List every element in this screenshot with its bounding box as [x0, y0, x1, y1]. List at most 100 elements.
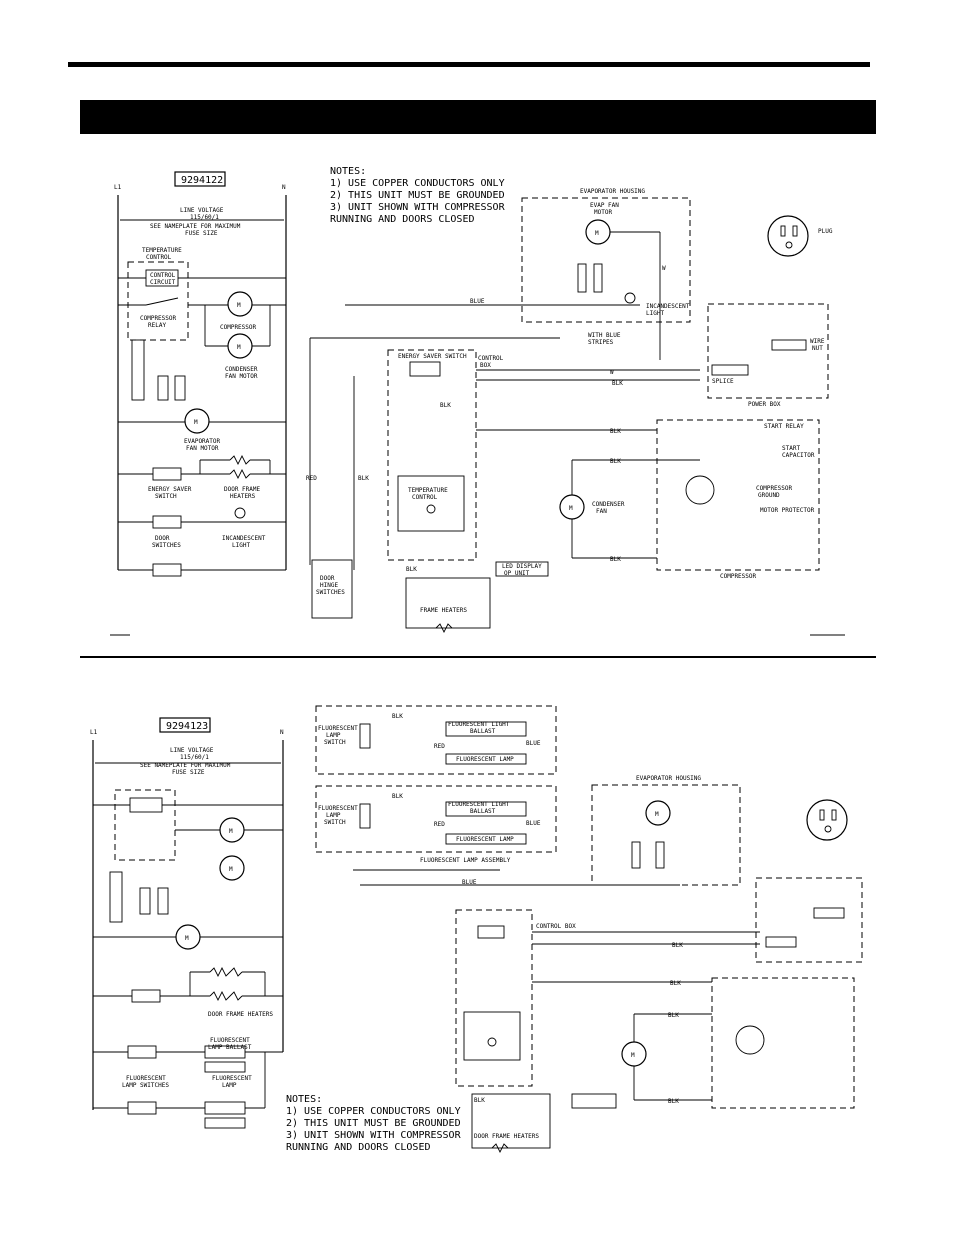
dhs-1: DOOR — [320, 575, 335, 582]
temp-control-dash — [127, 261, 189, 341]
n-label-2: N — [280, 729, 284, 736]
fs1-3: SWITCH — [324, 739, 346, 746]
dfh2-box-label: DOOR FRAME HEATERS — [474, 1133, 539, 1140]
wbs-1: WITH BLUE — [588, 332, 621, 339]
evap-fan-1: EVAPORATOR — [184, 438, 221, 445]
svg-text:BLK: BLK — [474, 1097, 485, 1104]
cb-2: BOX — [480, 362, 491, 369]
dfh-2: HEATERS — [230, 493, 256, 500]
control-box-top — [387, 349, 477, 561]
svg-text:BLK: BLK — [668, 1098, 679, 1105]
fls-2: LAMP SWITCHES — [122, 1082, 169, 1089]
led-display-top — [495, 561, 549, 577]
svg-text:BLK: BLK — [392, 793, 403, 800]
dhs-3: SWITCHES — [316, 589, 345, 596]
eh2-label: EVAPORATOR HOUSING — [636, 775, 701, 782]
dfh-1: DOOR FRAME — [224, 486, 261, 493]
cond-fan-1: CONDENSER — [225, 366, 258, 373]
incandescent-bulb — [234, 507, 246, 519]
fls-1: FLUORESCENT — [126, 1075, 166, 1082]
plug-top — [767, 215, 809, 257]
line-voltage-4: FUSE SIZE — [185, 230, 218, 237]
control-circuit-2: CIRCUIT — [150, 279, 176, 286]
svg-text:M: M — [185, 935, 189, 942]
svg-text:M: M — [595, 230, 599, 237]
comp-relay-2: RELAY — [148, 322, 166, 329]
door-hinge-switches-top — [311, 559, 353, 619]
efm-2: MOTOR — [594, 209, 612, 216]
door-switch-1 — [152, 515, 182, 529]
compressor-box-top — [656, 419, 820, 571]
wbs-2: STRIPES — [588, 339, 614, 346]
svg-text:BLK: BLK — [612, 380, 623, 387]
lv2-2: 115/60/1 — [180, 754, 209, 761]
splice-label: SPLICE — [712, 378, 734, 385]
svg-text:BLK: BLK — [406, 566, 417, 573]
line-voltage-3: SEE NAMEPLATE FOR MAXIMUM — [150, 223, 241, 230]
cg-1: COMPRESSOR — [756, 485, 793, 492]
svg-text:BLK: BLK — [610, 556, 621, 563]
part-number-box-2 — [159, 717, 211, 733]
svg-text:BLK: BLK — [668, 1012, 679, 1019]
comp-relay-1: COMPRESSOR — [140, 315, 177, 322]
svg-text:BLK: BLK — [358, 475, 369, 482]
part-number: 9294122 — [181, 175, 223, 186]
line-voltage-1: LINE VOLTAGE — [180, 207, 224, 214]
svg-text:M: M — [655, 811, 659, 818]
part-number-box — [174, 171, 226, 187]
bottom-notes-4: RUNNING AND DOORS CLOSED — [286, 1142, 431, 1153]
bottom-ladder-diagram: 9294123 L1 N LINE VOLTAGE 115/60/1 SEE N… — [90, 717, 284, 1129]
wn-2: NUT — [812, 345, 823, 352]
top-notes-4: RUNNING AND DOORS CLOSED — [330, 214, 475, 225]
lv2-4: FUSE SIZE — [172, 769, 205, 776]
evap-fan-motor — [184, 408, 210, 434]
bottom-pictorial-diagram: FLUORESCENT LAMP SWITCH FLUORESCENT LIGH… — [286, 705, 863, 1154]
frame-heaters-top — [405, 577, 491, 629]
efm-1: EVAP FAN — [590, 202, 619, 209]
svg-text:M: M — [569, 505, 573, 512]
svg-text:M: M — [229, 828, 233, 835]
splice-top — [711, 364, 749, 376]
evap-fan-2: FAN MOTOR — [186, 445, 219, 452]
compressor-label: COMPRESSOR — [220, 324, 257, 331]
l1-label-2: L1 — [90, 729, 98, 736]
svg-text:BLUE: BLUE — [462, 879, 477, 886]
section-divider — [80, 656, 876, 658]
svg-text:BLK: BLK — [610, 428, 621, 435]
l1-label: L1 — [114, 184, 122, 191]
fl1: FLUORESCENT LAMP — [456, 756, 514, 763]
sc-2: CAPACITOR — [782, 452, 815, 459]
cf-2: FAN — [596, 508, 607, 515]
svg-text:M: M — [237, 344, 241, 351]
svg-text:BLK: BLK — [610, 458, 621, 465]
sc-1: START — [782, 445, 800, 452]
top-notes-2: 2) THIS UNIT MUST BE GROUNDED — [330, 190, 505, 201]
temp-control-1: TEMPERATURE — [142, 247, 182, 254]
temperature-control-top — [397, 475, 465, 532]
svg-text:RED: RED — [434, 821, 445, 828]
tc-box-2: CONTROL — [412, 494, 438, 501]
wn-1: WIRE — [810, 338, 825, 345]
bottom-notes-3: 3) UNIT SHOWN WITH COMPRESSOR — [286, 1130, 462, 1141]
ds-2: SWITCHES — [152, 542, 181, 549]
top-notes-3: 3) UNIT SHOWN WITH COMPRESSOR — [330, 202, 506, 213]
svg-text:BLUE: BLUE — [526, 820, 541, 827]
cb-1: CONTROL — [478, 355, 504, 362]
top-pictorial-diagram: NOTES: 1) USE COPPER CONDUCTORS ONLY 2) … — [306, 166, 845, 636]
part-number-2: 9294123 — [166, 721, 208, 732]
wire-nut-top — [771, 339, 807, 351]
compressor-motor — [227, 291, 253, 317]
top-notes-1: 1) USE COPPER CONDUCTORS ONLY — [330, 178, 505, 189]
evap-housing-label: EVAPORATOR HOUSING — [580, 188, 645, 195]
fs1-1: FLUORESCENT — [318, 725, 358, 732]
compressor-windings-top — [685, 475, 715, 505]
ess-2: SWITCH — [155, 493, 177, 500]
led-1: LED DISPLAY — [502, 563, 542, 570]
plug-label: PLUG — [818, 228, 833, 235]
fluorescent-lamp-assembly-1 — [315, 705, 557, 775]
fs1-2: LAMP — [326, 732, 341, 739]
temp-control-2: CONTROL — [146, 254, 172, 261]
top-rule — [68, 62, 870, 67]
svg-text:BLK: BLK — [440, 402, 451, 409]
cg-2: GROUND — [758, 492, 780, 499]
